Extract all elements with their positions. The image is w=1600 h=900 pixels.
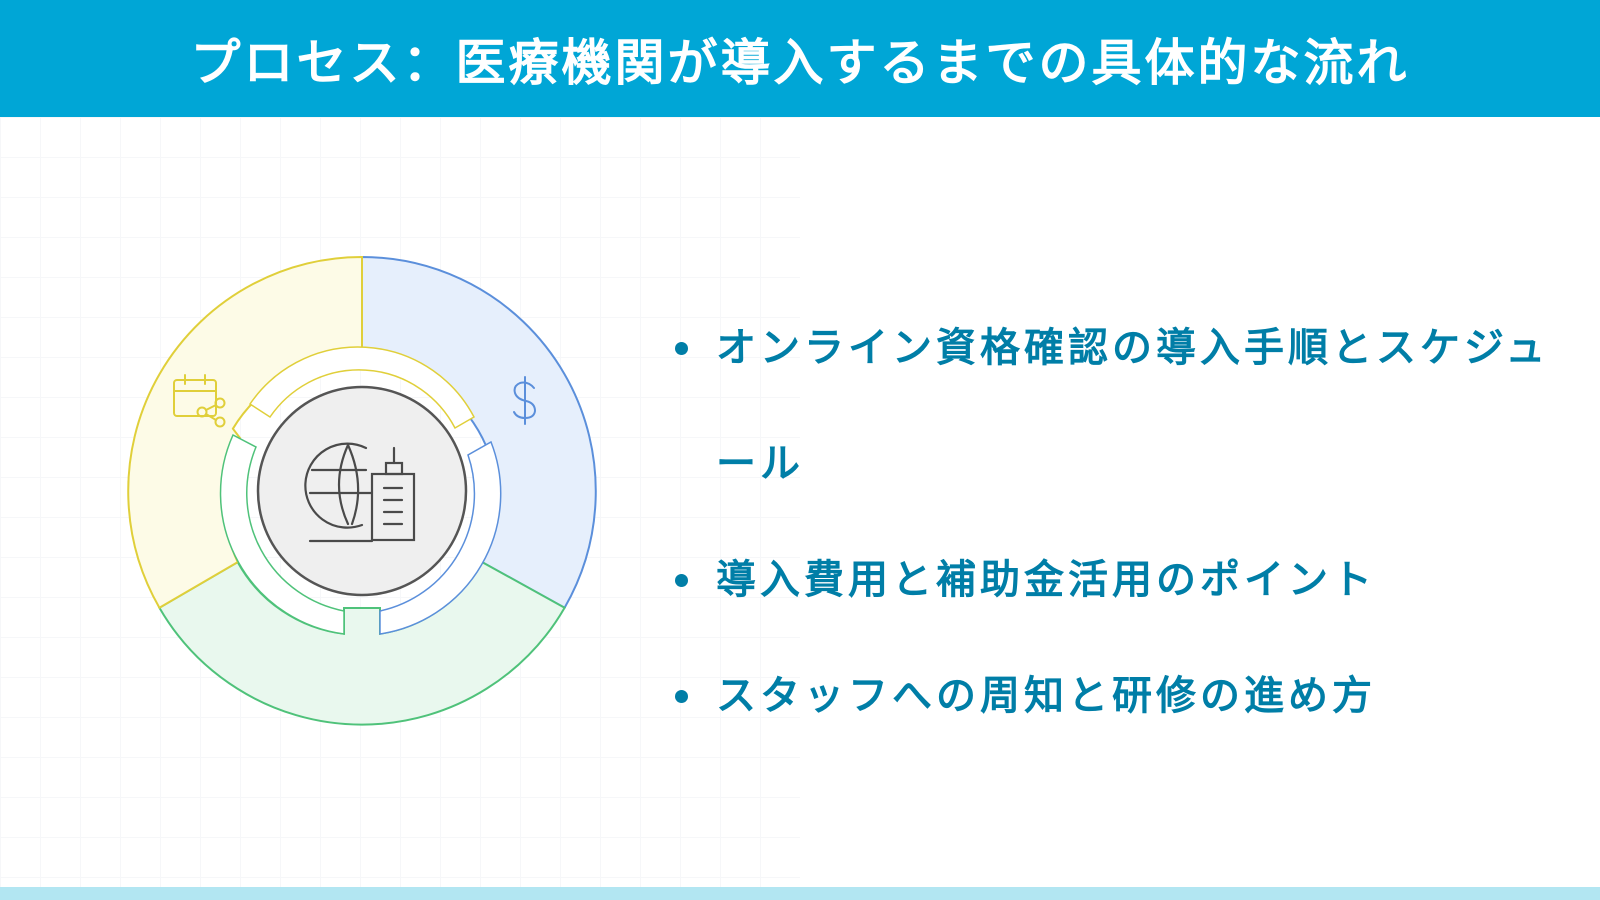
bullet-dot (675, 342, 688, 355)
bullet-dot (675, 690, 688, 703)
center-hub (256, 385, 468, 597)
dollar-icon (513, 376, 537, 425)
bullet-item: スタッフへの周知と研修の進め方 (672, 638, 1552, 754)
process-cycle-diagram (127, 255, 597, 726)
bullet-item: 導入費用と補助金活用のポイント (672, 522, 1552, 638)
calendar-share-icon (173, 374, 226, 428)
footer-bar (0, 887, 1600, 900)
bullet-text: 導入費用と補助金活用のポイント (716, 557, 1376, 603)
globe-building-icon (304, 442, 416, 543)
inner-arc-right (379, 440, 502, 635)
page-title: プロセス：医療機関が導入するまでの具体的な流れ (190, 33, 1410, 92)
bullet-item: オンライン資格確認の導入手順とスケジュール (672, 290, 1552, 522)
inner-arc-left (219, 433, 345, 635)
bullet-dot (675, 574, 688, 587)
header-bar: プロセス：医療機関が導入するまでの具体的な流れ (0, 0, 1600, 117)
bullet-text: スタッフへの周知と研修の進め方 (716, 673, 1376, 719)
bullet-list: オンライン資格確認の導入手順とスケジュール 導入費用と補助金活用のポイント スタ… (672, 290, 1552, 754)
inner-arc-top (248, 346, 475, 430)
bullet-text: オンライン資格確認の導入手順とスケジュール (716, 325, 1550, 487)
